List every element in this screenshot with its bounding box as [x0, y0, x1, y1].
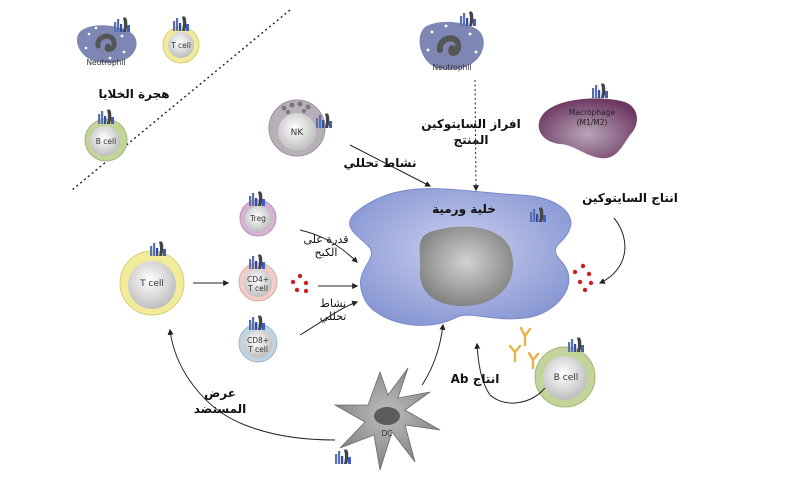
- tumor-nucleus: [419, 226, 514, 306]
- cytokines-left: [290, 273, 309, 294]
- suppressive-capacity-label-line1: قدرة على: [303, 233, 349, 246]
- macrophage-name-line1: Macrophage: [568, 108, 616, 117]
- arrow-nk-to-tumor: [349, 144, 432, 187]
- b-cell-main-name: B cell: [553, 373, 579, 383]
- dc-name: DC: [381, 429, 393, 438]
- antigen-presentation-label-line2: المستضد: [193, 402, 247, 416]
- arrow-treg-to-tumor: [299, 229, 358, 263]
- lytic-activity-nk-label: نشاط تحللي: [343, 156, 417, 170]
- cytokines-right: [572, 263, 594, 293]
- dc-nucleus: [374, 407, 400, 425]
- cd4-name-line1: CD4+: [246, 275, 270, 284]
- lytic-activity-t-label-line2: تحللي: [319, 310, 347, 323]
- cytokine-secretion-label-line2: المنتج: [453, 133, 489, 147]
- neutrophil-top-nucleus: [95, 33, 117, 52]
- suppressive-capacity-label-line2: الكبح: [314, 246, 338, 259]
- tumor-cell-label: خلية ورمية: [432, 202, 496, 216]
- cd8-name-line2: T cell: [248, 345, 268, 354]
- arrow-dc-to-tcell: [167, 328, 336, 441]
- arrow-macrophage-cytokine: [598, 217, 626, 284]
- arrow-cd8-to-tumor: [299, 300, 359, 336]
- antibodies: [508, 326, 540, 370]
- macrophage-name-line2: (M1/M2): [576, 118, 608, 127]
- nk-name: NK: [290, 128, 304, 138]
- lytic-activity-t-label-line1: نشاط: [319, 297, 347, 310]
- cytokine-secretion-label-line1: افراز السايتوكين: [421, 117, 521, 131]
- macrophage-receptor-icon: [592, 83, 608, 98]
- arrow-bcell-to-tumor: [474, 342, 546, 404]
- neutrophil-right-name: Neutrophil: [432, 63, 472, 72]
- ab-production-label: انتاج Ab: [450, 372, 500, 386]
- cytokine-production-label: انتاج السايتوكين: [582, 191, 678, 205]
- macrophage-cell: [538, 98, 637, 159]
- treg-name: Treg: [250, 214, 266, 223]
- arrow-dc-to-tumor: [421, 323, 446, 386]
- b-cell-top-name: B cell: [95, 137, 117, 146]
- arrow-neutrophil-to-tumor: [472, 79, 479, 192]
- cell-migration-label: هجرة الخلايا: [98, 87, 170, 101]
- antigen-presentation-label-line1: عرض: [204, 386, 236, 400]
- cd4-name-line2: T cell: [248, 284, 268, 293]
- cd8-name-line1: CD8+: [246, 336, 270, 345]
- neutrophil-right-nucleus: [436, 35, 462, 56]
- dc-receptor-icon: [335, 449, 351, 464]
- t-cell-main-name: T cell: [140, 279, 164, 289]
- t-cell-top-name: T cell: [171, 41, 191, 50]
- neutrophil-top-name: Neutrophil: [86, 58, 126, 67]
